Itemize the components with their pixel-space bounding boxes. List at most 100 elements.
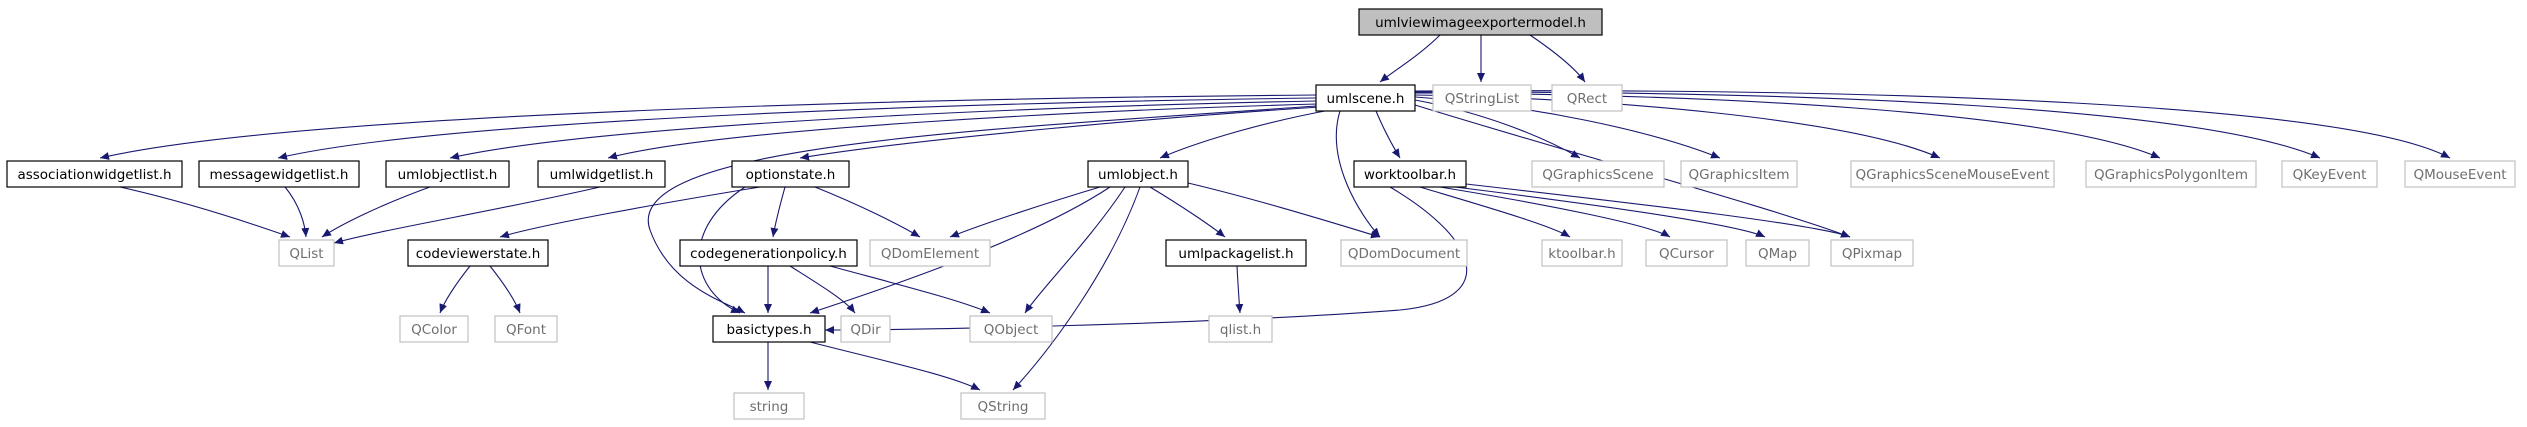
node-label: QDomElement xyxy=(881,246,979,262)
node-optionstate-h[interactable]: optionstate.h xyxy=(731,160,850,188)
edge-umlscene_h-to-umlobject_h xyxy=(1159,109,1331,159)
edge-umlscene_h-to-worktoolbar_h xyxy=(1375,110,1401,159)
node-basictypes-h[interactable]: basictypes.h xyxy=(712,315,826,343)
node-box xyxy=(1165,239,1307,267)
node-associationwidgetlist-h[interactable]: associationwidgetlist.h xyxy=(6,160,183,188)
node-box xyxy=(960,392,1046,420)
node-box xyxy=(679,239,858,267)
node-QFont[interactable]: QFont xyxy=(494,315,558,343)
edge-codeviewerstate_h-to-QFont xyxy=(489,265,521,314)
node-QColor[interactable]: QColor xyxy=(399,315,469,343)
node-worktoolbar-h[interactable]: worktoolbar.h xyxy=(1353,160,1467,188)
node-label: qlist.h xyxy=(1220,322,1261,338)
node-label: QDomDocument xyxy=(1348,246,1460,262)
node-QGraphicsPolygonItem[interactable]: QGraphicsPolygonItem xyxy=(2085,160,2257,188)
node-box xyxy=(969,315,1053,343)
node-label: optionstate.h xyxy=(746,167,836,183)
node-box xyxy=(385,160,510,188)
node-box xyxy=(2281,160,2378,188)
node-box xyxy=(840,315,891,343)
edge-messagewidgetlist_h-to-QList xyxy=(284,186,310,238)
node-ktoolbar-h[interactable]: ktoolbar.h xyxy=(1541,239,1623,267)
edge-umlscene_h-to-umlwidgetlist_h xyxy=(607,103,1319,160)
node-box xyxy=(1353,160,1467,188)
edge-umlscene_h-to-QMouseEvent xyxy=(1414,90,2451,159)
node-box xyxy=(1531,160,1665,188)
edge-optionstate_h-to-QDomElement xyxy=(814,186,921,238)
node-QStringList[interactable]: QStringList xyxy=(1432,84,1532,112)
node-label: QGraphicsSceneMouseEvent xyxy=(1856,167,2050,183)
node-box xyxy=(1551,84,1623,112)
node-umlwidgetlist-h[interactable]: umlwidgetlist.h xyxy=(537,160,666,188)
node-box xyxy=(712,315,826,343)
node-label: QString xyxy=(978,399,1029,415)
node-QString[interactable]: QString xyxy=(960,392,1046,420)
node-label: messagewidgetlist.h xyxy=(210,167,349,183)
edge-codegenerationpolicy_h-to-QDir xyxy=(789,265,856,314)
node-QList[interactable]: QList xyxy=(278,239,335,267)
node-QRect[interactable]: QRect xyxy=(1551,84,1623,112)
node-box xyxy=(869,239,991,267)
node-box xyxy=(537,160,666,188)
node-QMouseEvent[interactable]: QMouseEvent xyxy=(2404,160,2516,188)
node-box xyxy=(1745,239,1810,267)
edge-worktoolbar_h-to-ktoolbar_h xyxy=(1419,186,1571,238)
node-codeviewerstate-h[interactable]: codeviewerstate.h xyxy=(407,239,549,267)
node-QMap[interactable]: QMap xyxy=(1745,239,1810,267)
edge-worktoolbar_h-to-QPixmap xyxy=(1465,183,1851,238)
edge-associationwidgetlist_h-to-QList xyxy=(119,186,291,238)
node-umlpackagelist-h[interactable]: umlpackagelist.h xyxy=(1165,239,1307,267)
edge-umlscene_h-to-QGraphicsPolygonItem xyxy=(1414,92,2161,159)
node-label: ktoolbar.h xyxy=(1548,246,1615,262)
node-QDir[interactable]: QDir xyxy=(840,315,891,343)
edge-optionstate_h-to-codeviewerstate_h xyxy=(499,186,761,239)
node-QObject[interactable]: QObject xyxy=(969,315,1053,343)
node-label: umlobjectlist.h xyxy=(398,167,498,183)
node-QCursor[interactable]: QCursor xyxy=(1645,239,1728,267)
edge-umlobject_h-to-umlpackagelist_h xyxy=(1149,186,1226,238)
edge-codeviewerstate_h-to-QColor xyxy=(439,265,471,314)
edge-basictypes_h-to-QString xyxy=(809,341,981,391)
node-label: QObject xyxy=(984,322,1039,338)
node-label: umlobject.h xyxy=(1098,167,1178,183)
node-QGraphicsSceneMouseEvent[interactable]: QGraphicsSceneMouseEvent xyxy=(1850,160,2055,188)
node-box xyxy=(1315,84,1416,112)
node-box xyxy=(1208,315,1273,343)
node-box xyxy=(731,160,850,188)
node-QGraphicsItem[interactable]: QGraphicsItem xyxy=(1680,160,1798,188)
node-box xyxy=(494,315,558,343)
node-label: QMap xyxy=(1758,246,1797,262)
node-umlobjectlist-h[interactable]: umlobjectlist.h xyxy=(385,160,510,188)
node-codegenerationpolicy-h[interactable]: codegenerationpolicy.h xyxy=(679,239,858,267)
edge-umlobject_h-to-QDomDocument xyxy=(1187,182,1381,239)
node-box xyxy=(407,239,549,267)
node-qlist-h[interactable]: qlist.h xyxy=(1208,315,1273,343)
node-box xyxy=(1541,239,1623,267)
node-label: QKeyEvent xyxy=(2293,167,2367,183)
node-umlviewimageexportermodel-h[interactable]: umlviewimageexportermodel.h xyxy=(1358,8,1603,36)
edge-worktoolbar_h-to-QMap xyxy=(1454,186,1766,238)
edge-umlviewimageexportermodel_h-to-QRect xyxy=(1529,34,1586,83)
edge-umlobject_h-to-QString xyxy=(1012,186,1141,391)
node-umlscene-h[interactable]: umlscene.h xyxy=(1315,84,1416,112)
node-label: associationwidgetlist.h xyxy=(17,167,171,183)
edge-umlobject_h-to-QDomElement xyxy=(949,186,1101,238)
node-label: QMouseEvent xyxy=(2413,167,2506,183)
node-QDomElement[interactable]: QDomElement xyxy=(869,239,991,267)
node-box xyxy=(399,315,469,343)
node-umlobject-h[interactable]: umlobject.h xyxy=(1087,160,1189,188)
edge-umlscene_h-to-optionstate_h xyxy=(799,106,1321,161)
edge-umlscene_h-to-umlobjectlist_h xyxy=(449,100,1317,160)
edge-umlobject_h-to-QObject xyxy=(1024,186,1126,314)
node-box xyxy=(1432,84,1532,112)
node-QGraphicsScene[interactable]: QGraphicsScene xyxy=(1531,160,1665,188)
edge-umlscene_h-to-QDomDocument xyxy=(1335,110,1381,238)
node-string[interactable]: string xyxy=(733,392,805,420)
node-QKeyEvent[interactable]: QKeyEvent xyxy=(2281,160,2378,188)
node-label: QColor xyxy=(411,322,457,338)
node-messagewidgetlist-h[interactable]: messagewidgetlist.h xyxy=(198,160,360,188)
node-QPixmap[interactable]: QPixmap xyxy=(1830,239,1914,267)
node-QDomDocument[interactable]: QDomDocument xyxy=(1340,239,1468,267)
edge-umlobjectlist_h-to-QList xyxy=(321,186,431,238)
